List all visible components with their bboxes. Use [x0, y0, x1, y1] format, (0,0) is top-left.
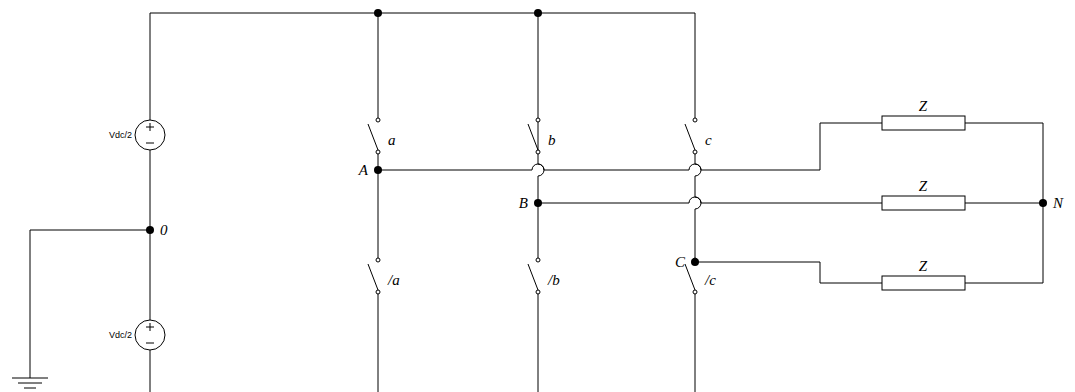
- switch-label: a: [388, 133, 396, 148]
- junction-dot: [1039, 199, 1047, 207]
- wire-crossover: [689, 197, 701, 203]
- switch-label: b: [548, 133, 556, 148]
- switch-label: c: [705, 133, 712, 148]
- source-label: Vdc/2: [109, 131, 132, 140]
- switch-blade: [528, 124, 538, 150]
- impedance-box: [882, 196, 965, 210]
- polarity-mark: [146, 323, 154, 343]
- switch-contact: [376, 150, 380, 154]
- wire-crossover: [695, 164, 701, 209]
- voltage-source: [135, 120, 165, 150]
- source-label: Vdc/2: [109, 331, 132, 340]
- switch-contact: [693, 118, 697, 122]
- junction-dot: [374, 9, 382, 17]
- switch-contact: [536, 290, 540, 294]
- switch-blade: [368, 264, 378, 290]
- switch-label: /a: [388, 273, 400, 288]
- switch-contact: [376, 290, 380, 294]
- node-label: 0: [160, 223, 168, 238]
- phase-wire: [695, 262, 882, 283]
- switch-blade: [685, 264, 695, 290]
- neutral-wire: [965, 123, 1043, 283]
- phase-label: A: [359, 163, 368, 178]
- switch-blade: [685, 124, 695, 150]
- junction-dot: [691, 258, 699, 266]
- source-wire: [150, 13, 151, 392]
- phase-wire: [378, 123, 882, 170]
- leg-wire: [378, 13, 379, 392]
- phase-label: C: [675, 255, 685, 270]
- phase-wire: [538, 203, 882, 204]
- voltage-source: [135, 320, 165, 350]
- switch-contact: [536, 118, 540, 122]
- junction-dot: [534, 199, 542, 207]
- dc-rail: [150, 13, 695, 14]
- impedance-label: Z: [919, 99, 927, 114]
- switch-contact: [376, 118, 380, 122]
- impedance-label: Z: [919, 259, 927, 274]
- node-label: N: [1053, 196, 1063, 211]
- junction-dot: [534, 9, 542, 17]
- impedance-box: [882, 116, 965, 130]
- switch-contact: [536, 150, 540, 154]
- switch-label: /b: [548, 273, 560, 288]
- wire-crossover: [532, 164, 701, 170]
- wire-crossover: [538, 164, 544, 176]
- impedance-label: Z: [919, 179, 927, 194]
- junction-dot: [146, 226, 154, 234]
- switch-contact: [376, 258, 380, 262]
- switch-contact: [536, 258, 540, 262]
- polarity-mark: [146, 123, 154, 143]
- switch-contact: [693, 150, 697, 154]
- switch-contact: [693, 290, 697, 294]
- switch-blade: [368, 124, 378, 150]
- junction-dot: [374, 166, 382, 174]
- phase-label: B: [519, 196, 528, 211]
- leg-wire: [695, 13, 696, 392]
- ground-symbol: [12, 230, 150, 388]
- switch-label: /c: [705, 273, 716, 288]
- impedance-box: [882, 276, 965, 290]
- switch-blade: [528, 264, 538, 290]
